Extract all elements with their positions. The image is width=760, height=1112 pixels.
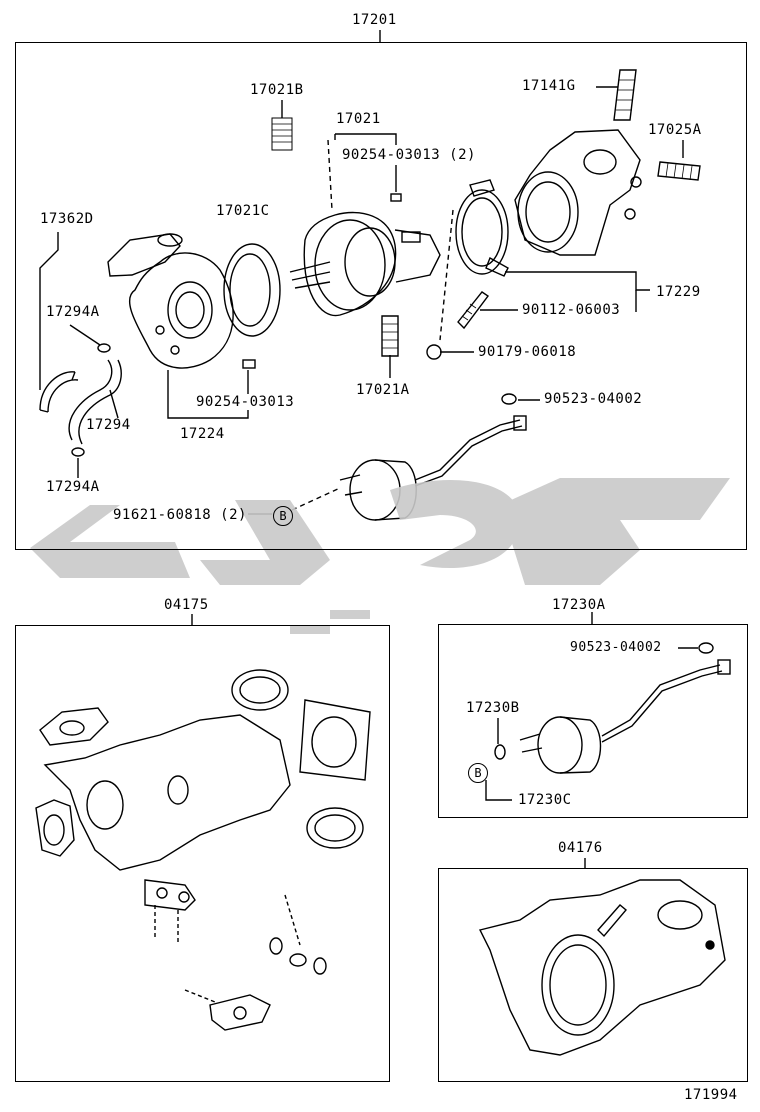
label-17294A-bottom[interactable]: 17294A bbox=[46, 479, 100, 495]
actuator-frame bbox=[438, 624, 748, 818]
label-17229[interactable]: 17229 bbox=[656, 284, 701, 300]
label-17230A[interactable]: 17230A bbox=[552, 597, 606, 613]
label-17230C[interactable]: 17230C bbox=[518, 792, 572, 808]
label-17294A-top[interactable]: 17294A bbox=[46, 304, 100, 320]
label-90254-2[interactable]: 90254-03013 (2) bbox=[342, 147, 476, 163]
label-17021[interactable]: 17021 bbox=[336, 111, 381, 127]
label-17141G[interactable]: 17141G bbox=[522, 78, 576, 94]
main-assembly-frame bbox=[15, 42, 747, 550]
label-17230B[interactable]: 17230B bbox=[466, 700, 520, 716]
label-actuator-90523[interactable]: 90523-04002 bbox=[570, 640, 662, 655]
label-90112[interactable]: 90112-06003 bbox=[522, 302, 621, 318]
diagram-number: 171994 bbox=[684, 1087, 738, 1103]
gasket-kit-frame bbox=[15, 625, 390, 1082]
label-04175[interactable]: 04175 bbox=[164, 597, 209, 613]
marker-b-circle: B bbox=[273, 506, 293, 526]
gasket-kit-2-frame bbox=[438, 868, 748, 1082]
label-04176[interactable]: 04176 bbox=[558, 840, 603, 856]
label-17224[interactable]: 17224 bbox=[180, 426, 225, 442]
label-90254[interactable]: 90254-03013 bbox=[196, 394, 295, 410]
label-90523[interactable]: 90523-04002 bbox=[544, 391, 643, 407]
label-17021A[interactable]: 17021A bbox=[356, 382, 410, 398]
label-17021B[interactable]: 17021B bbox=[250, 82, 304, 98]
marker-b-circle-actuator: B bbox=[468, 763, 488, 783]
label-17021C[interactable]: 17021C bbox=[216, 203, 270, 219]
label-main-part-no[interactable]: 17201 bbox=[352, 12, 397, 28]
label-17362D[interactable]: 17362D bbox=[40, 211, 94, 227]
label-17294[interactable]: 17294 bbox=[86, 417, 131, 433]
label-17025A[interactable]: 17025A bbox=[648, 122, 702, 138]
label-90179[interactable]: 90179-06018 bbox=[478, 344, 577, 360]
label-91621[interactable]: 91621-60818 (2) bbox=[113, 507, 247, 523]
